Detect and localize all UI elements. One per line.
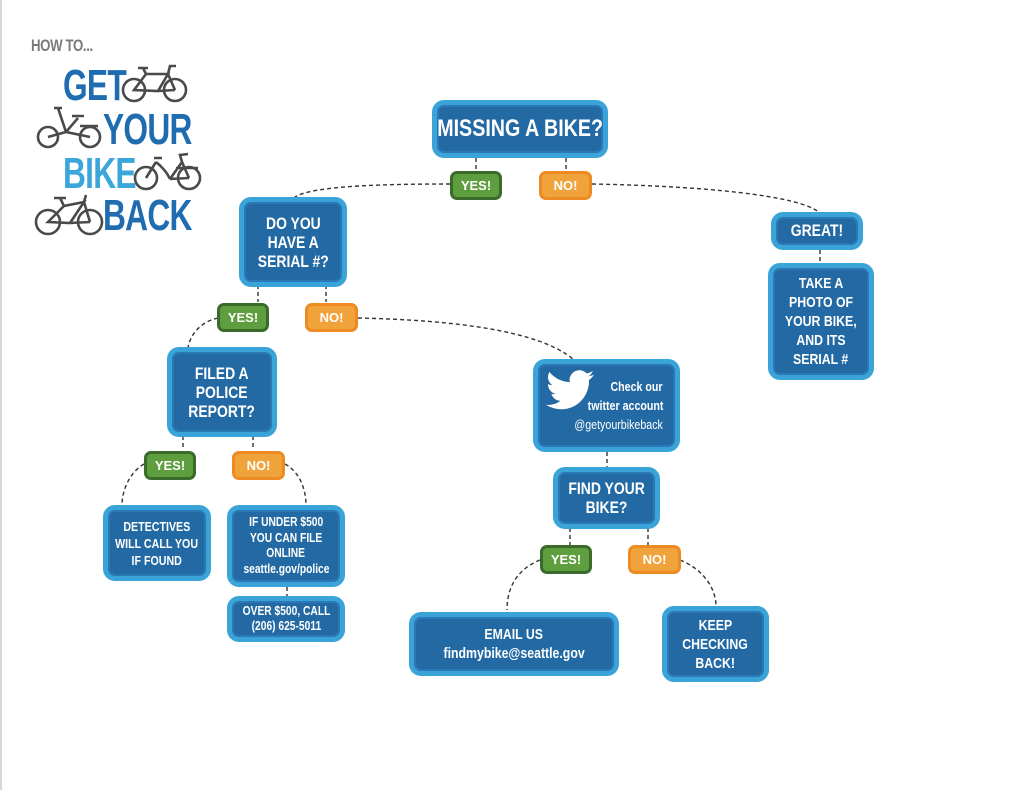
serial-box: DO YOU HAVE A SERIAL #? [239,197,347,287]
phone-number[interactable]: (206) 625-5011 [251,619,321,633]
great-label: GREAT! [790,221,844,240]
missing-no-badge: NO! [539,171,592,200]
logo-word-get: GET [63,61,127,110]
connector [679,559,717,607]
serial-line: SERIAL #? [257,251,329,271]
page-edge [0,0,2,790]
police-line: FILED A [195,363,249,383]
police-report-box: FILED A POLICE REPORT? [167,347,277,437]
connector [187,317,219,349]
police-yes-label: YES! [154,458,186,473]
find-yes-badge: YES! [540,545,592,574]
under-500-line: YOU CAN FILE [249,530,323,545]
city-bike-icon [133,152,202,191]
over-500-box: OVER $500, CALL (206) 625-5011 [227,596,345,642]
detectives-line: WILL CALL YOU [115,535,199,551]
find-bike-line: FIND YOUR [568,479,645,498]
serial-line: HAVE A [267,232,319,252]
keep-checking-line: KEEP [698,616,733,634]
logo-word-bike: BIKE [63,149,137,198]
logo: HOW TO... GET YOUR BIKE BACK [0,0,220,250]
over-500-line: OVER $500, CALL [242,603,330,618]
detectives-box: DETECTIVES WILL CALL YOU IF FOUND [103,505,211,581]
logo-word-back: BACK [103,191,192,240]
police-no-badge: NO! [232,451,285,480]
connector [506,559,541,611]
find-bike-box: FIND YOUR BIKE? [553,467,660,529]
keep-checking-box: KEEP CHECKING BACK! [662,606,769,682]
take-photo-line: YOUR BIKE, [785,313,857,330]
under-500-line: IF UNDER $500 [248,515,324,529]
police-yes-badge: YES! [144,451,196,480]
connector [357,317,575,361]
take-photo-line: SERIAL # [793,351,849,368]
email-box: EMAIL US findmybike@seattle.gov [409,612,619,676]
connector [284,463,307,506]
detectives-line: IF FOUND [131,552,183,568]
serial-yes-label: YES! [227,310,259,325]
missing-no-label: NO! [553,178,578,193]
missing-bike-label: MISSING A BIKE? [437,115,603,142]
take-photo-box: TAKE A PHOTO OF YOUR BIKE, AND ITS SERIA… [768,263,874,380]
serial-line: DO YOU [265,213,321,233]
twitter-line: twitter account [587,398,663,413]
take-photo-line: AND ITS [796,332,846,349]
mountain-bike-icon [34,194,104,236]
take-photo-line: TAKE A [798,275,844,292]
keep-checking-line: CHECKING [682,635,749,653]
connector [121,463,145,506]
missing-bike-box: MISSING A BIKE? [432,100,608,158]
email-address-link[interactable]: findmybike@seattle.gov [443,645,585,662]
twitter-box: Check our twitter account @getyourbikeba… [533,359,680,452]
police-line: REPORT? [188,401,256,421]
police-url-link[interactable]: seattle.gov/police [242,561,330,576]
find-no-badge: NO! [628,545,681,574]
logo-how-to: HOW TO... [31,36,93,55]
connector [591,183,821,214]
police-line: POLICE [196,382,248,402]
email-heading: EMAIL US [484,626,544,643]
missing-yes-badge: YES! [450,171,502,200]
under-500-box: IF UNDER $500 YOU CAN FILE ONLINE seattl… [227,505,345,587]
serial-no-badge: NO! [305,303,358,332]
under-500-line: ONLINE [266,546,306,560]
twitter-line: Check our [610,379,663,394]
find-no-label: NO! [642,552,667,567]
serial-yes-badge: YES! [217,303,269,332]
detectives-line: DETECTIVES [123,518,191,534]
road-bike-icon [121,64,188,103]
take-photo-line: PHOTO OF [788,294,854,311]
great-box: GREAT! [771,212,863,250]
folding-bike-icon [36,106,102,149]
serial-no-label: NO! [319,310,344,325]
twitter-handle-link[interactable]: @getyourbikeback [574,417,663,432]
keep-checking-line: BACK! [695,654,736,672]
police-no-label: NO! [246,458,271,473]
twitter-bird-icon [546,370,594,410]
missing-yes-label: YES! [460,178,492,193]
find-yes-label: YES! [550,552,582,567]
logo-word-your: YOUR [103,105,192,154]
find-bike-line: BIKE? [585,498,628,517]
